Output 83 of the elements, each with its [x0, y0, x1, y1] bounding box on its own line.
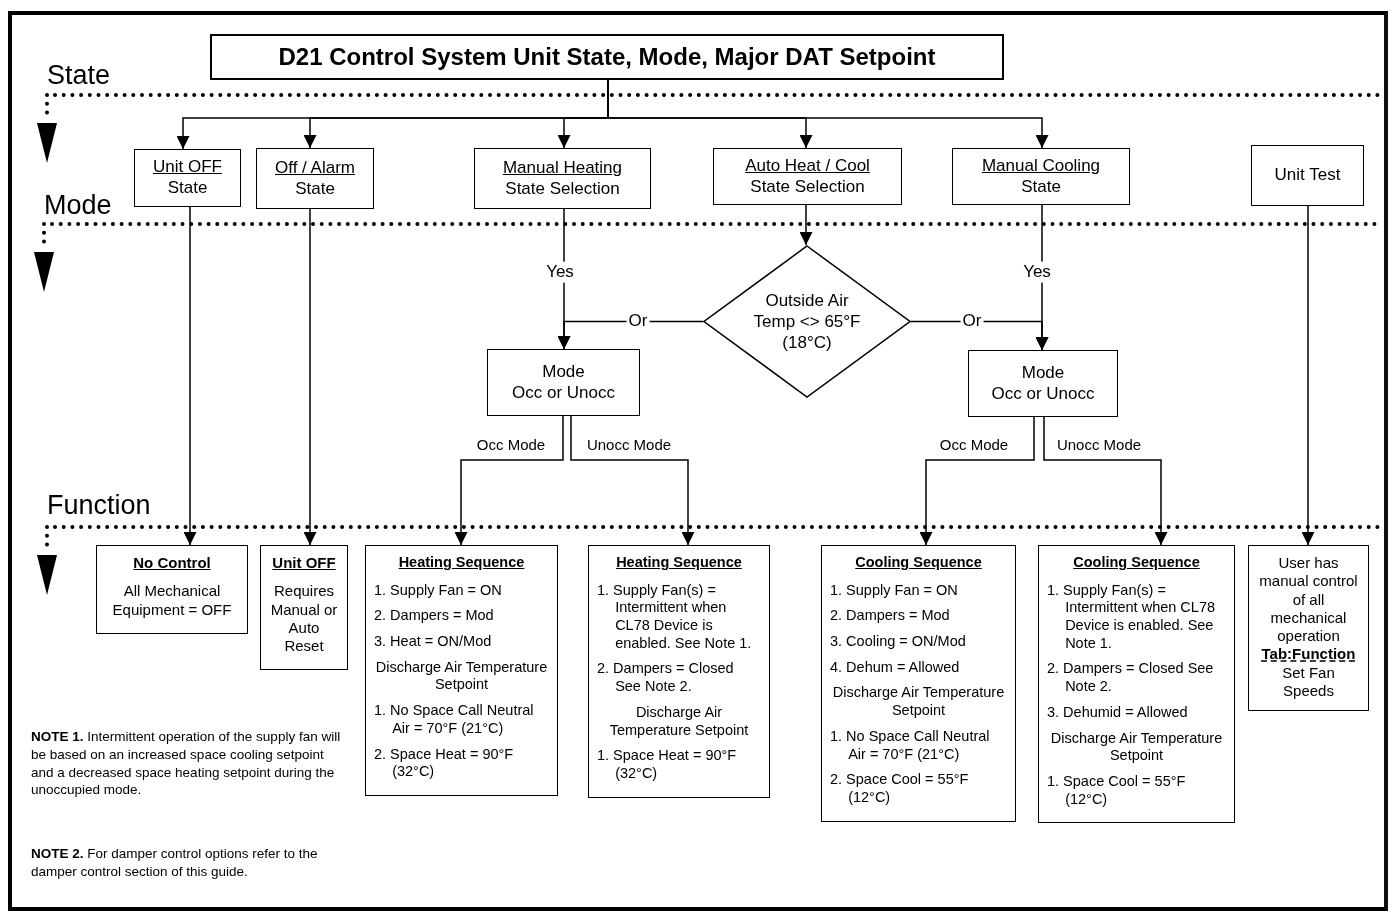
box-heading: Manual Heating	[502, 157, 623, 179]
box-text: User has manual control of all mechanical operation	[1258, 554, 1359, 646]
box-heading: Auto Heat / Cool	[745, 155, 870, 177]
box-heading: Tab:Function	[1261, 645, 1356, 664]
box-text: Mode	[1021, 362, 1065, 384]
box-text: Requires Manual or Auto Reset	[269, 582, 339, 656]
list-item: 2. Dampers = Closed See Note 2.	[1047, 660, 1215, 696]
box-text: State	[1021, 176, 1061, 198]
list-item: 3. Dehumid = Allowed	[1047, 703, 1189, 722]
arrow	[910, 320, 1049, 351]
list-item: 2. Space Heat = 90°F (32°C)	[374, 745, 515, 781]
box-heading: Manual Cooling	[981, 155, 1101, 177]
decision-text: Outside Air Temp <> 65°F (18°C)	[752, 289, 862, 354]
lane-label: State	[47, 62, 111, 89]
list-item: 2. Space Cool = 55°F (12°C)	[830, 771, 970, 807]
note-text: NOTE 1. Intermittent operation of the supply fan will be based on an increased space cooling setpoint and a decreased space heating setpoint during the unoccupied mode.	[31, 728, 341, 800]
arrow	[919, 416, 1035, 546]
lane-label: Mode	[44, 192, 112, 219]
box-text: Unit Test	[1274, 165, 1341, 186]
note-text: NOTE 2. For damper control options refer to the damper control section of this guide.	[31, 845, 319, 881]
box-heading: No Control	[133, 554, 211, 573]
list-item: 2. Dampers = Closed See Note 2.	[597, 660, 735, 696]
title-box	[210, 34, 1004, 80]
list-item: 1. Supply Fan = ON	[374, 581, 503, 600]
list-item: 1. Supply Fan = ON	[830, 581, 959, 600]
list-item: 3. Cooling = ON/Mod	[830, 633, 967, 651]
box-text: State	[295, 178, 335, 200]
mode-box	[968, 350, 1118, 417]
box-text: Discharge Air Temperature Setpoint	[608, 703, 750, 740]
arrow	[454, 415, 564, 546]
arrow	[303, 208, 317, 546]
box-text: Occ or Unocc	[512, 382, 615, 404]
list-item: 1. No Space Call Neutral Air = 70°F (21°C)	[830, 727, 991, 764]
box-heading: Unit OFF	[272, 554, 336, 573]
arrow	[557, 320, 704, 350]
box-heading: Off / Alarm	[275, 157, 355, 179]
function-box	[96, 545, 248, 634]
box-heading: Heating Sequence	[616, 554, 742, 572]
list-item: 1. Space Heat = 90°F (32°C)	[597, 747, 738, 783]
box-text: Discharge Air Temperature Setpoint	[831, 684, 1006, 720]
edge-label: Yes	[1021, 261, 1053, 283]
box-heading: Unit OFF	[153, 157, 222, 178]
arrow	[570, 415, 695, 546]
state-box	[1251, 145, 1364, 206]
list-item: 1. No Space Call Neutral Air = 70°F (21°C)	[374, 702, 535, 738]
box-text: State	[167, 178, 208, 199]
list-item: 1. Supply Fan(s) = Intermittent when CL78 Device is enabled. See Note 1.	[1047, 581, 1217, 653]
function-box	[260, 545, 348, 671]
arrow	[799, 204, 813, 246]
box-text: Discharge Air Temperature Setpoint	[1049, 729, 1224, 765]
box-text: State Selection	[750, 176, 865, 198]
state-box	[474, 148, 651, 209]
box-text: Set Fan Speeds	[1281, 663, 1336, 701]
list-item: 1. Space Cool = 55°F (12°C)	[1047, 772, 1187, 809]
arrow	[183, 206, 197, 546]
list-item: 3. Heat = ON/Mod	[374, 633, 493, 651]
list-item: 4. Dehum = Allowed	[830, 658, 961, 677]
box-text: Discharge Air Temperature Setpoint	[374, 658, 549, 695]
edge-label: Yes	[544, 261, 576, 283]
list-item: 2. Dampers = Mod	[374, 607, 495, 626]
box-heading: Heating Sequence	[398, 554, 525, 572]
sequence-box	[821, 545, 1016, 822]
title-text: D21 Control System Unit State, Mode, Major DAT Setpoint	[277, 42, 937, 72]
lane-label: Function	[47, 492, 151, 519]
sequence-box	[1038, 545, 1235, 824]
state-box	[713, 148, 902, 205]
arrow	[1301, 205, 1315, 546]
sequence-box	[365, 545, 558, 796]
state-box	[256, 148, 374, 209]
box-heading: Cooling Sequence	[1073, 554, 1200, 572]
list-item: 2. Dampers = Mod	[830, 607, 951, 626]
state-box	[952, 148, 1130, 205]
arrow	[1043, 416, 1168, 546]
box-text: State Selection	[505, 178, 620, 200]
mode-box	[487, 349, 640, 416]
sequence-box	[588, 545, 770, 798]
function-box	[1248, 545, 1369, 712]
box-text: Mode	[542, 361, 585, 383]
box-text: Occ or Unocc	[991, 383, 1095, 405]
list-item: 1. Supply Fan(s) = Intermittent when CL78 Device is enabled. See Note 1.	[597, 581, 753, 653]
box-heading: Cooling Sequence	[855, 554, 982, 572]
state-box	[134, 149, 241, 207]
box-text: All Mechanical Equipment = OFF	[111, 582, 233, 619]
